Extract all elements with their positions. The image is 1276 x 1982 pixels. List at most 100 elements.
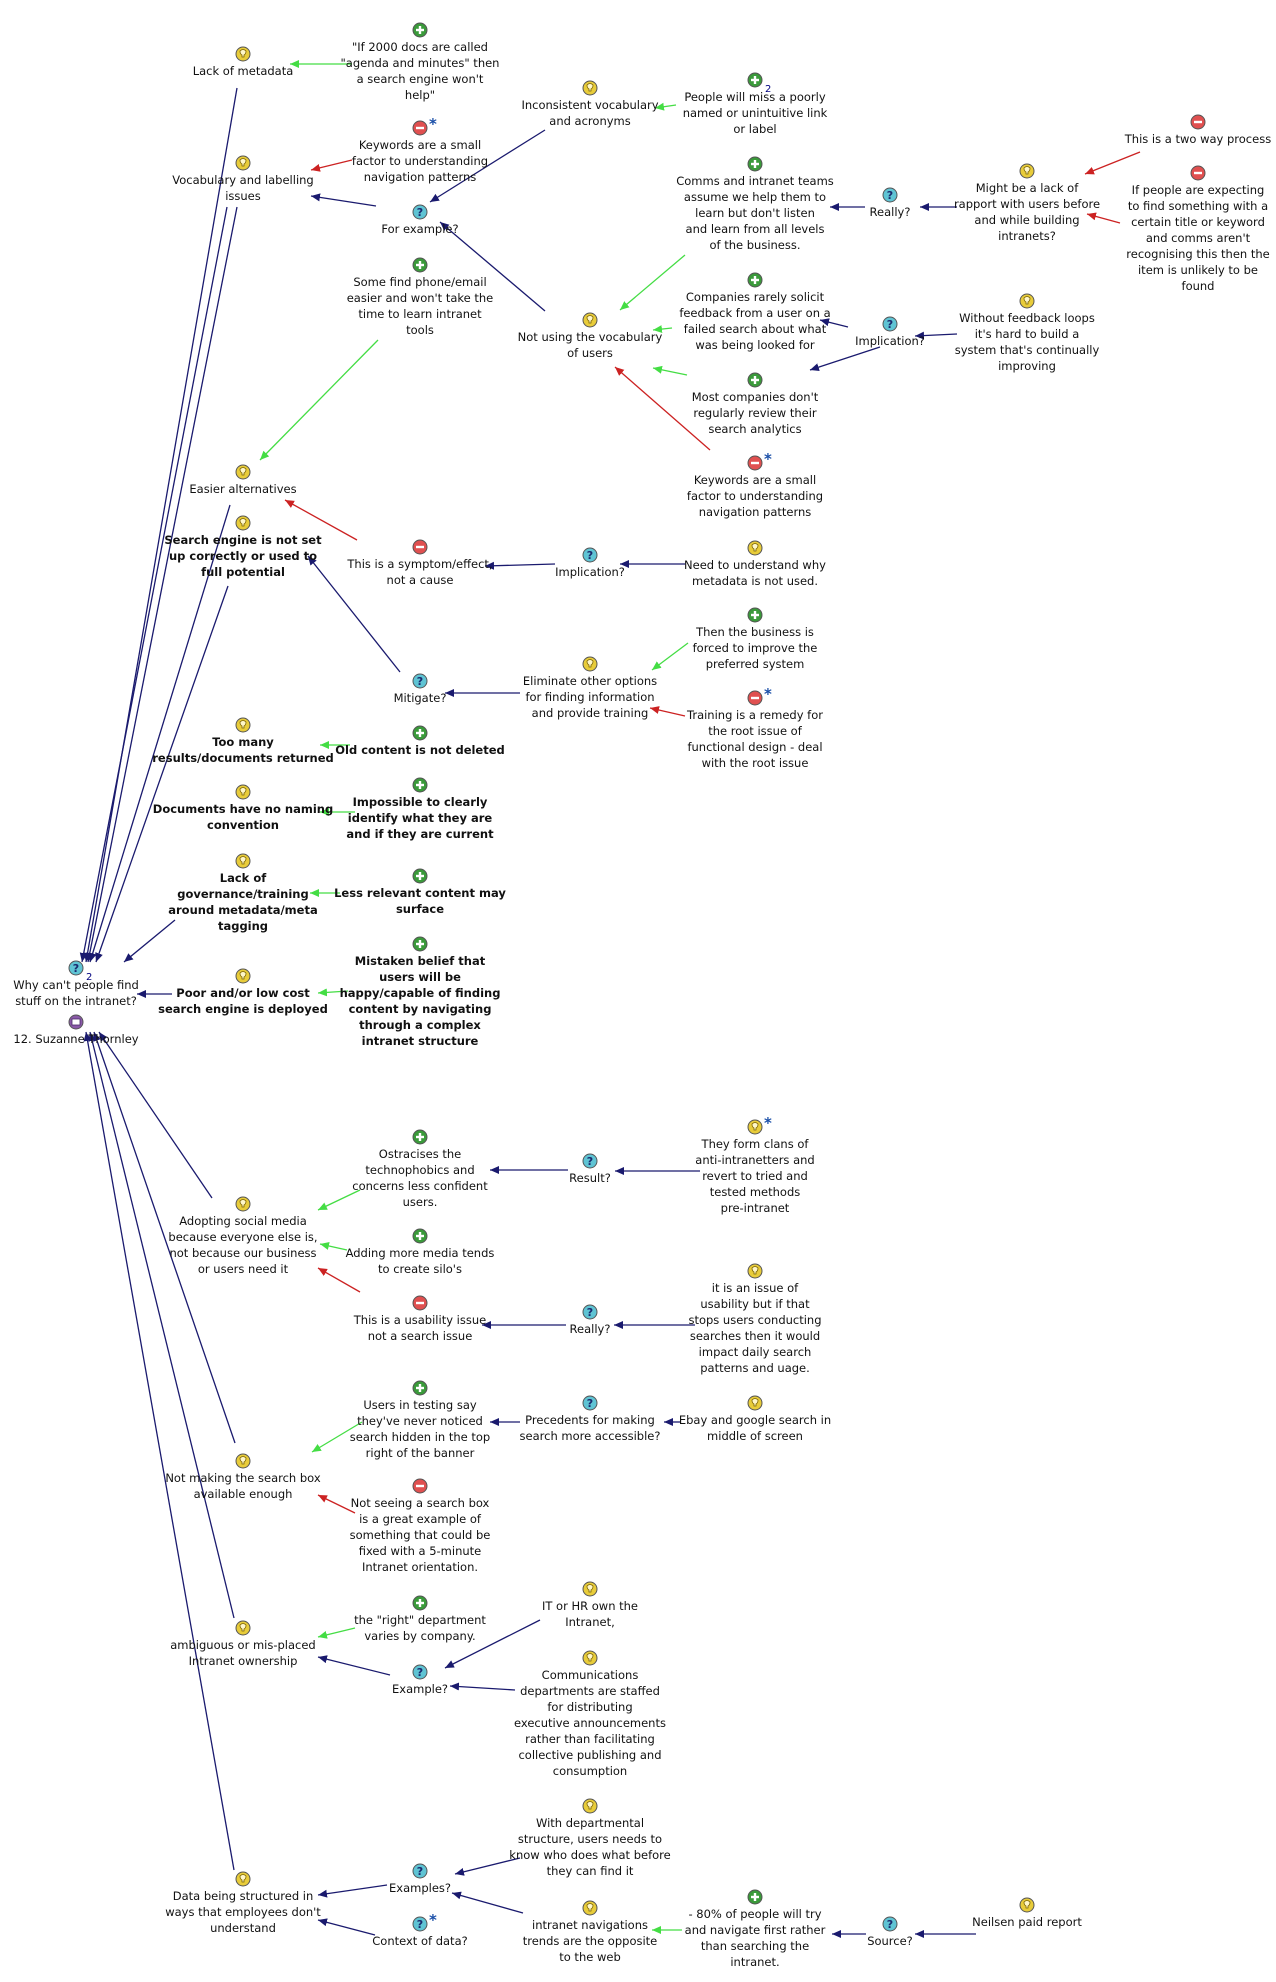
pro-icon[interactable] — [412, 1129, 428, 1145]
pro-icon[interactable] — [747, 72, 763, 88]
idea-icon[interactable] — [235, 784, 251, 800]
idea-icon[interactable] — [747, 1119, 763, 1135]
node-twoway[interactable]: This is a two way process — [1124, 114, 1271, 146]
node-symptom[interactable]: This is a symptom/effect,not a cause — [346, 539, 493, 587]
question-icon[interactable]: ? — [412, 1863, 428, 1879]
idea-icon[interactable] — [235, 1871, 251, 1887]
idea-icon[interactable] — [235, 1620, 251, 1636]
pro-icon[interactable] — [412, 868, 428, 884]
question-icon[interactable]: ? — [582, 1395, 598, 1411]
node-impl2[interactable]: ?Implication? — [555, 547, 625, 579]
idea-icon[interactable] — [235, 464, 251, 480]
question-icon[interactable]: ? — [882, 316, 898, 332]
idea-icon[interactable] — [235, 1196, 251, 1212]
idea-icon[interactable] — [235, 968, 251, 984]
idea-icon[interactable] — [747, 1263, 763, 1279]
node-lackmeta[interactable]: Lack of metadata — [193, 46, 294, 78]
idea-icon[interactable] — [235, 46, 251, 62]
idea-icon[interactable] — [582, 1900, 598, 1916]
pro-icon[interactable] — [747, 607, 763, 623]
idea-icon[interactable] — [1019, 163, 1035, 179]
idea-icon[interactable] — [235, 1453, 251, 1469]
pro-icon[interactable] — [747, 372, 763, 388]
con-icon[interactable] — [1190, 165, 1206, 181]
pro-icon[interactable] — [412, 777, 428, 793]
idea-icon[interactable] — [235, 717, 251, 733]
node-if2000[interactable]: "If 2000 docs are called"agenda and minu… — [341, 22, 500, 102]
pro-icon[interactable] — [412, 1595, 428, 1611]
con-icon[interactable] — [412, 1295, 428, 1311]
node-context[interactable]: ?*Context of data? — [372, 1911, 467, 1948]
idea-icon[interactable] — [1019, 1897, 1035, 1913]
node-source[interactable]: ?Source? — [867, 1916, 913, 1948]
node-forex[interactable]: ?For example? — [381, 204, 459, 236]
node-really1[interactable]: ?Really? — [870, 187, 911, 219]
pro-icon[interactable] — [412, 257, 428, 273]
question-icon[interactable]: ? — [68, 960, 84, 976]
pro-icon[interactable] — [412, 22, 428, 38]
node-example[interactable]: ?Example? — [392, 1664, 448, 1696]
idea-icon[interactable] — [582, 1650, 598, 1666]
question-icon[interactable]: ? — [412, 673, 428, 689]
idea-icon[interactable] — [235, 853, 251, 869]
pro-icon[interactable] — [412, 725, 428, 741]
idea-icon[interactable] — [235, 515, 251, 531]
node-really2[interactable]: ?Really? — [570, 1304, 611, 1336]
pro-icon[interactable] — [747, 156, 763, 172]
pro-icon[interactable] — [747, 1889, 763, 1905]
question-icon[interactable]: ? — [412, 1916, 428, 1932]
idea-icon[interactable] — [747, 540, 763, 556]
question-icon[interactable]: ? — [412, 204, 428, 220]
question-icon[interactable]: ? — [882, 1916, 898, 1932]
idea-icon[interactable] — [582, 312, 598, 328]
con-icon[interactable] — [1190, 114, 1206, 130]
node-examples[interactable]: ?Examples? — [389, 1863, 451, 1895]
node-mitigate[interactable]: ?Mitigate? — [394, 673, 447, 705]
idea-icon[interactable] — [582, 1581, 598, 1597]
con-icon[interactable] — [747, 690, 763, 706]
question-icon[interactable]: ? — [412, 1664, 428, 1680]
idea-icon[interactable] — [582, 80, 598, 96]
node-easier[interactable]: Easier alternatives — [189, 464, 297, 496]
con-icon[interactable] — [412, 539, 428, 555]
con-icon[interactable] — [412, 120, 428, 136]
question-icon[interactable]: ? — [582, 547, 598, 563]
node-author[interactable]: 12. Suzanne Thornley — [13, 1014, 139, 1046]
node-result[interactable]: ?Result? — [569, 1153, 611, 1185]
node-neilsen[interactable]: Neilsen paid report — [972, 1897, 1082, 1929]
question-icon[interactable]: ? — [582, 1153, 598, 1169]
